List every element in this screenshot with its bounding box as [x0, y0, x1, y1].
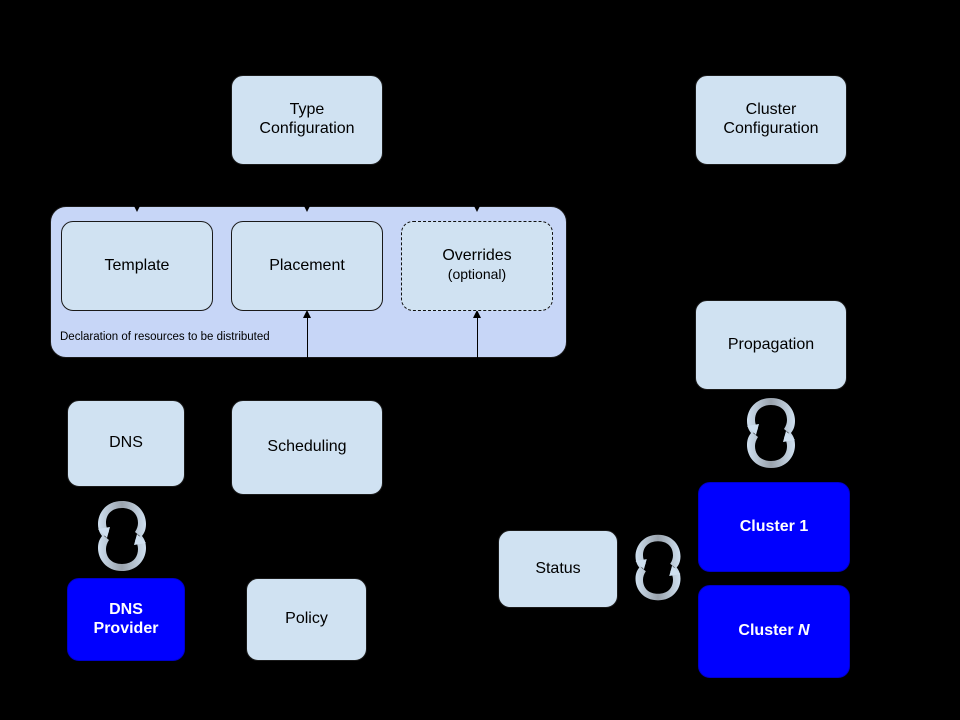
node-cluster-1[interactable]: Cluster 1 [698, 482, 850, 572]
node-cluster-n-label: Cluster N [738, 622, 810, 640]
node-dns-provider[interactable]: DNS Provider [67, 578, 185, 661]
node-status[interactable]: Status [498, 530, 618, 608]
connector-typeconfig-to-overrides [477, 168, 478, 205]
connector-policy-to-overrides [477, 316, 478, 358]
node-placement[interactable]: Placement [231, 221, 383, 311]
arrow-down-icon [132, 204, 141, 212]
node-propagation-label: Propagation [727, 335, 815, 353]
node-cluster-n[interactable]: Cluster N [698, 585, 850, 678]
connector-scheduling-to-placement [307, 316, 308, 358]
node-dns-provider-label: DNS Provider [93, 600, 159, 637]
node-policy[interactable]: Policy [246, 578, 367, 661]
node-dns-label: DNS [109, 434, 143, 452]
node-template-label: Template [104, 256, 170, 274]
arrow-down-icon [302, 204, 311, 212]
node-dns[interactable]: DNS [67, 400, 185, 487]
node-overrides[interactable]: Overrides (optional) [401, 221, 553, 311]
node-cluster-1-label: Cluster 1 [739, 517, 809, 535]
resource-declaration-group-caption: Declaration of resources to be distribut… [60, 331, 270, 343]
sync-arrows-icon-status [628, 530, 688, 605]
node-template[interactable]: Template [61, 221, 213, 311]
node-policy-label: Policy [285, 610, 328, 628]
node-overrides-label: Overrides (optional) [442, 247, 512, 282]
node-type-configuration[interactable]: Type Configuration [231, 75, 383, 165]
node-status-label: Status [535, 559, 581, 577]
connector-typeconfig-to-template [137, 168, 138, 205]
node-scheduling-label: Scheduling [267, 438, 347, 456]
arrow-up-icon [302, 310, 311, 318]
sync-arrows-icon-propagation [739, 394, 803, 472]
node-placement-label: Placement [269, 256, 345, 274]
arrow-up-icon [472, 310, 481, 318]
node-type-configuration-label: Type Configuration [259, 101, 355, 137]
node-cluster-configuration[interactable]: Cluster Configuration [695, 75, 847, 165]
sync-arrows-icon-dns [90, 497, 154, 575]
node-scheduling[interactable]: Scheduling [231, 400, 383, 495]
node-cluster-configuration-label: Cluster Configuration [723, 101, 819, 137]
node-propagation[interactable]: Propagation [695, 300, 847, 390]
connector-typeconfig-to-placement [307, 168, 308, 205]
arrow-down-icon [472, 204, 481, 212]
